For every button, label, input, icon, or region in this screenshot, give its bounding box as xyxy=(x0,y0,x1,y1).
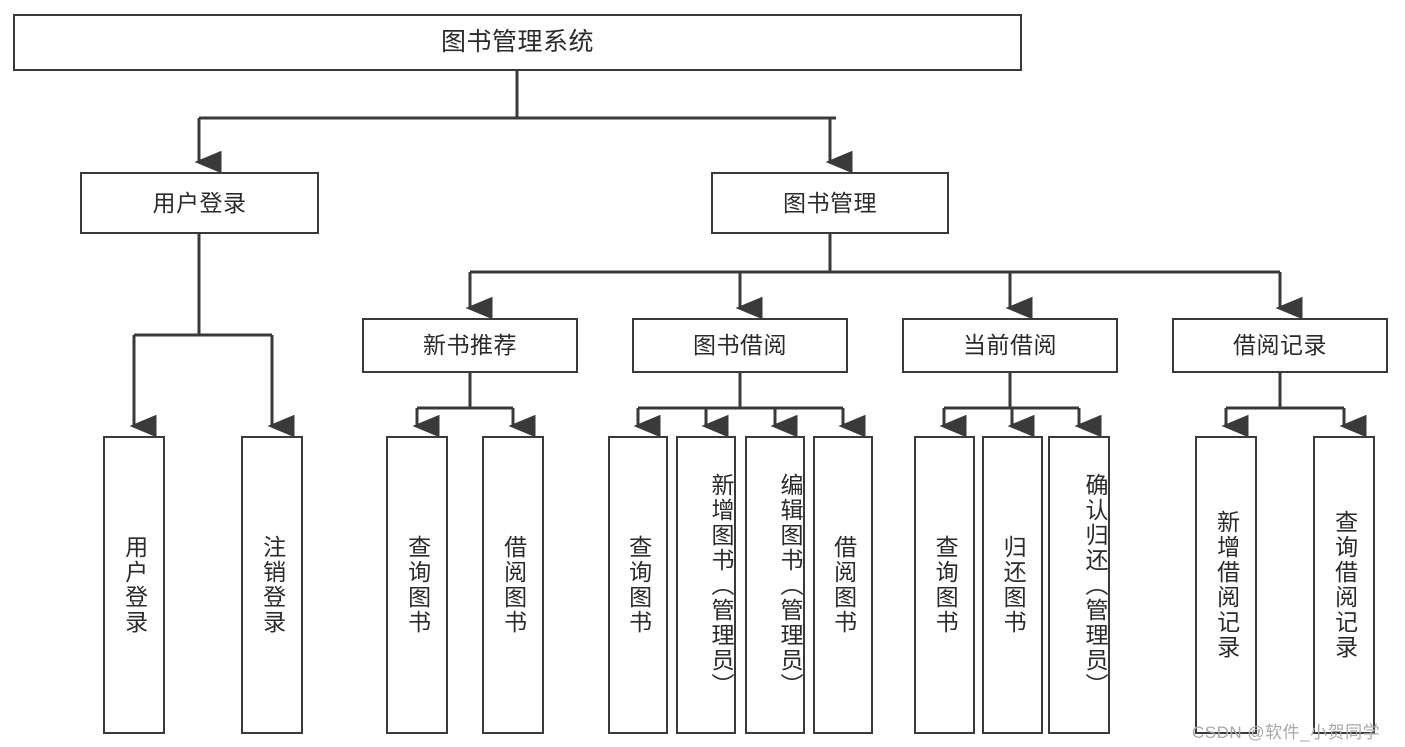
node-book-borrow[interactable]: 图书借阅 xyxy=(632,318,848,373)
node-leaf-rec-query[interactable]: 查询图书 xyxy=(386,436,448,734)
csdn-watermark: CSDN @软件_小贺同学 xyxy=(1192,723,1381,742)
node-leaf-borrow-lend[interactable]: 借阅图书 xyxy=(813,436,873,734)
node-leaf-cur-query[interactable]: 查询图书 xyxy=(914,436,975,734)
node-root[interactable]: 图书管理系统 xyxy=(13,14,1022,71)
node-leaf-record-query[interactable]: 查询借阅记录 xyxy=(1313,436,1375,734)
node-user-login[interactable]: 用户登录 xyxy=(80,172,319,234)
node-book-manage[interactable]: 图书管理 xyxy=(711,172,949,234)
node-leaf-cur-confirm[interactable]: 确认归还（管理员） xyxy=(1048,436,1110,734)
node-leaf-borrow-add[interactable]: 新增图书（管理员） xyxy=(676,436,736,734)
node-leaf-rec-borrow[interactable]: 借阅图书 xyxy=(482,436,544,734)
node-leaf-borrow-edit[interactable]: 编辑图书（管理员） xyxy=(745,436,805,734)
node-current-borrow[interactable]: 当前借阅 xyxy=(902,318,1118,373)
node-leaf-cur-return[interactable]: 归还图书 xyxy=(982,436,1043,734)
node-leaf-borrow-query[interactable]: 查询图书 xyxy=(608,436,668,734)
node-new-book-rec[interactable]: 新书推荐 xyxy=(362,318,578,373)
node-leaf-user-login[interactable]: 用户登录 xyxy=(103,436,165,734)
node-leaf-user-logout[interactable]: 注销登录 xyxy=(241,436,303,734)
node-leaf-record-add[interactable]: 新增借阅记录 xyxy=(1195,436,1257,734)
node-borrow-record[interactable]: 借阅记录 xyxy=(1172,318,1388,373)
